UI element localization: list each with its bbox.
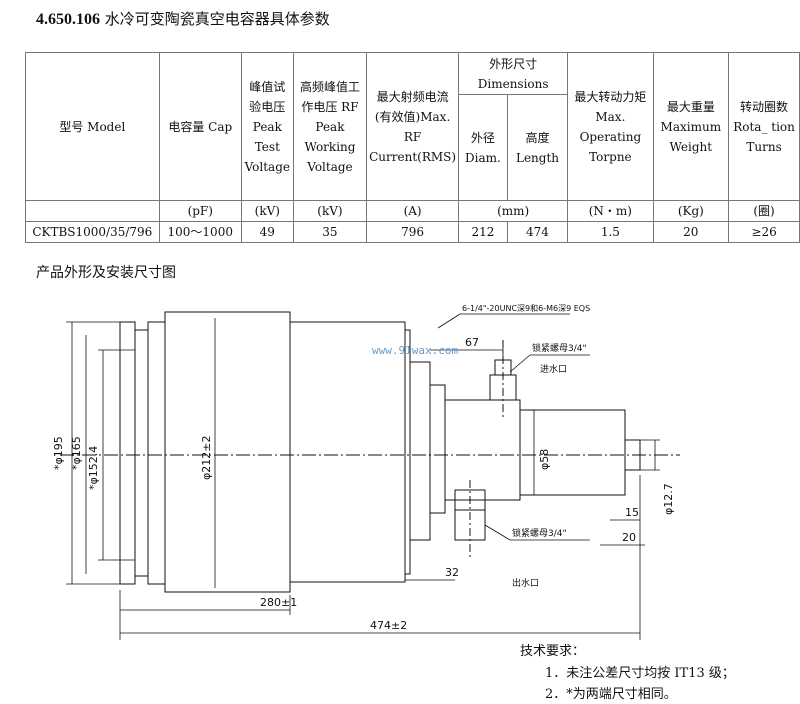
title-text: 水冷可变陶瓷真空电容器具体参数 xyxy=(104,10,330,28)
requirement-item: 1．未注公差尺寸均按 IT13 级； xyxy=(545,666,735,681)
cell-weight: 20 xyxy=(652,221,730,243)
note-thread: 6-1/4"-20UNC深9和6-M6深9 EQS xyxy=(462,304,590,313)
drawing-subtitle: 产品外形及安装尺寸图 xyxy=(36,265,176,281)
dim-d212: φ212±2 xyxy=(200,436,213,480)
dim-474: 474±2 xyxy=(370,619,407,632)
dim-d152: *φ152.4 xyxy=(87,446,100,490)
cell-rf-current: 796 xyxy=(366,221,460,243)
dim-280: 280±1 xyxy=(260,596,297,609)
unit-rf-current: (A) xyxy=(366,200,460,222)
header-turns: 转动圈数 Rota_ tion Turns xyxy=(728,52,800,201)
page-title: 4.650.106 水冷可变陶瓷真空电容器具体参数 xyxy=(36,8,330,29)
cell-model: CKTBS1000/35/796 xyxy=(25,221,160,243)
spec-table: 型号 Model 电容量 Cap 峰值试验电压 Peak Test Voltag… xyxy=(25,52,800,243)
dim-d195: *φ195 xyxy=(52,436,65,470)
cell-diam: 212 xyxy=(458,221,508,243)
unit-peak-test: (kV) xyxy=(240,200,294,222)
dim-15: 15 xyxy=(625,506,639,519)
note-nut-outlet: 锁紧螺母3/4" xyxy=(512,527,567,539)
cell-turns: ≥26 xyxy=(728,221,800,243)
cell-rf-peak: 35 xyxy=(292,221,368,243)
requirement-item: 2．*为两端尺寸相同。 xyxy=(545,687,677,702)
cell-torque: 1.5 xyxy=(567,221,654,243)
header-rf-current: 最大射频电流(有效值)Max. RF Current(RMS) xyxy=(366,52,460,201)
cell-cap: 100～1000 xyxy=(158,221,242,243)
header-model: 型号 Model xyxy=(25,52,160,201)
dim-d58: φ58 xyxy=(538,449,551,470)
dim-67: 67 xyxy=(465,336,479,349)
title-code: 4.650.106 xyxy=(36,11,100,28)
note-nut-inlet: 锁紧螺母3/4" xyxy=(532,342,587,354)
header-diam: 外径 Diam. xyxy=(458,94,508,201)
table-row: CKTBS1000/35/796 100～1000 49 35 796 212 … xyxy=(25,221,800,243)
header-weight: 最大重量 Maximum Weight xyxy=(652,52,730,201)
label-inlet: 进水口 xyxy=(540,363,567,375)
dim-d165: *φ165 xyxy=(70,436,83,470)
requirements-heading: 技术要求： xyxy=(520,644,586,659)
label-outlet: 出水口 xyxy=(512,577,539,589)
dim-32: 32 xyxy=(445,566,459,579)
watermark: www.91wax.com xyxy=(372,344,458,357)
header-dimensions: 外形尺寸 Dimensions xyxy=(458,52,569,95)
header-peak-test: 峰值试验电压 Peak Test Voltage xyxy=(240,52,294,201)
header-length: 高度 Length xyxy=(506,94,569,201)
header-cap: 电容量 Cap xyxy=(158,52,242,201)
dimension-labels: *φ195 *φ165 *φ152.4 φ212±2 φ58 φ12.7 67 … xyxy=(52,304,675,632)
dimension-lines xyxy=(66,313,660,640)
dim-20: 20 xyxy=(622,531,636,544)
capacitor-outline xyxy=(60,311,680,593)
unit-weight: (Kg) xyxy=(652,200,730,222)
dim-d12: φ12.7 xyxy=(662,483,675,515)
